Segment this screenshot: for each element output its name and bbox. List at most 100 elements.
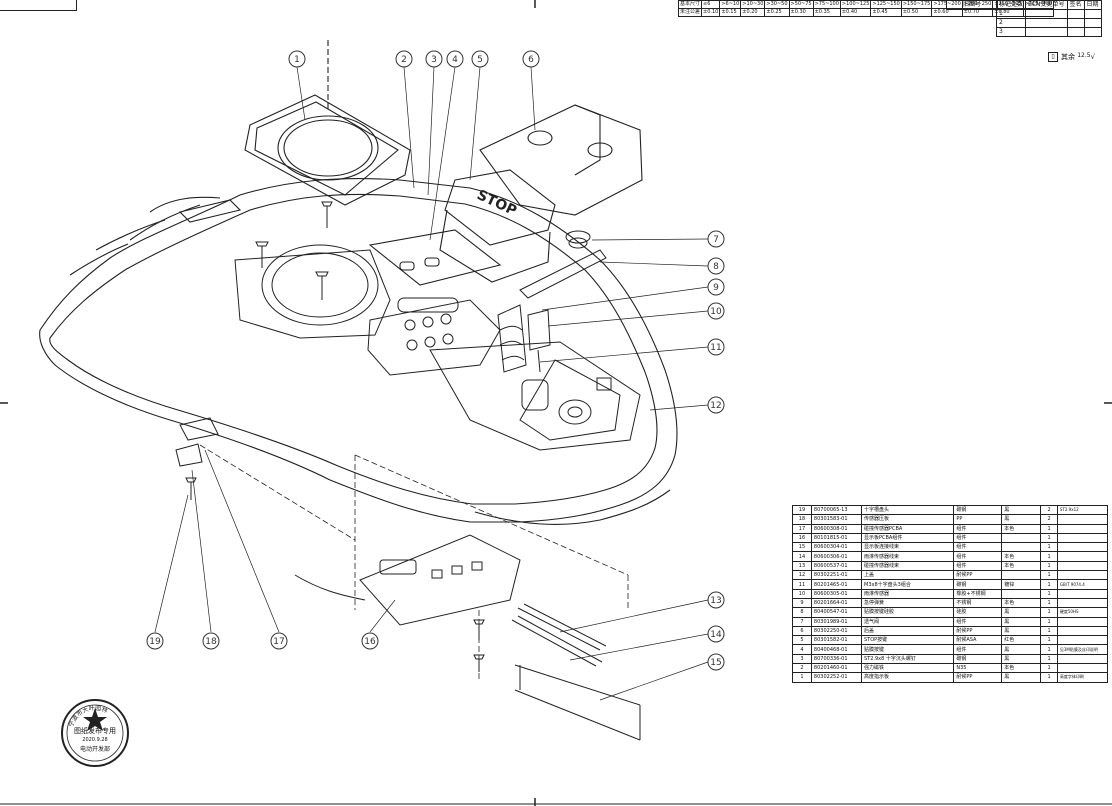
bom-cell-remark bbox=[1056, 616, 1109, 627]
bom-cell-no: 5 bbox=[792, 635, 812, 646]
leader-lines bbox=[154, 66, 709, 701]
bom-cell-pn: 80201465-01 bbox=[810, 579, 863, 590]
bom-cell-remark: ST2.9x12 bbox=[1056, 504, 1109, 516]
bom-cell-material: N35 bbox=[953, 663, 1003, 674]
bom-cell-remark bbox=[1056, 625, 1109, 637]
bom-cell-color bbox=[1001, 542, 1042, 553]
svg-text:9: 9 bbox=[713, 283, 719, 293]
rear-cover bbox=[479, 104, 643, 216]
bom-cell-qty: 1 bbox=[1040, 570, 1058, 581]
bom-cell-color: 本色 bbox=[1001, 523, 1042, 534]
tolerance-row2-label: 未注公差 bbox=[677, 8, 703, 17]
bom-cell-qty: 1 bbox=[1040, 635, 1058, 646]
tolerance-value-cell: ±0.20 bbox=[740, 8, 766, 17]
bom-cell-qty: 1 bbox=[1040, 560, 1058, 572]
svg-text:19: 19 bbox=[149, 637, 161, 647]
bom-cell-material: 组件 bbox=[953, 560, 1003, 572]
callout-5: 5 bbox=[471, 50, 489, 68]
bom-cell-material: 组件 bbox=[953, 523, 1003, 534]
bom-cell-material: 耐候PP bbox=[953, 672, 1003, 683]
svg-text:11: 11 bbox=[710, 343, 721, 353]
callout-3: 3 bbox=[425, 50, 443, 68]
bom-cell-pn: 80302250-01 bbox=[810, 625, 863, 637]
bom-cell-no: 6 bbox=[792, 625, 812, 637]
bom-cell-name: 显示板连接线束 bbox=[860, 542, 955, 553]
rev-header-date: 日期 bbox=[1083, 0, 1102, 10]
bom-cell-qty: 1 bbox=[1040, 672, 1058, 683]
bom-cell-no: 3 bbox=[792, 653, 812, 665]
bom-cell-remark: GB/T 9074.4 bbox=[1056, 579, 1109, 590]
bom-cell-material: 组件 bbox=[953, 644, 1003, 655]
bom-cell-pn: 80302251-01 bbox=[810, 570, 863, 581]
stamp-main-text: 图纸发布专用 bbox=[74, 727, 116, 735]
surface-roughness-note: ▯其余 12.5√ bbox=[1048, 52, 1095, 62]
bom-cell-color: 黑 bbox=[1001, 616, 1042, 627]
callout-8: 8 bbox=[707, 257, 725, 275]
bom-cell-qty: 1 bbox=[1040, 597, 1058, 609]
tolerance-value-cell: ±0.15 bbox=[719, 8, 742, 17]
bom-cell-pn: 80600306-01 bbox=[810, 551, 863, 562]
callout-15: 15 bbox=[707, 653, 725, 671]
bom-cell-pn: 80201664-01 bbox=[810, 597, 863, 609]
callout-13: 13 bbox=[707, 591, 725, 609]
callout-14: 14 bbox=[707, 625, 725, 643]
display-pcba bbox=[294, 534, 521, 626]
rev-header-sign: 签名 bbox=[1066, 0, 1085, 10]
bom-cell-color: 黑 bbox=[1001, 653, 1042, 665]
rev-header-marks: 标记处数 bbox=[995, 0, 1027, 10]
svg-text:2: 2 bbox=[401, 55, 407, 65]
callout-1: 1 bbox=[288, 50, 306, 68]
callout-19: 19 bbox=[146, 632, 164, 650]
svg-text:3: 3 bbox=[431, 55, 437, 65]
roughness-check-icon: √ bbox=[1090, 53, 1096, 61]
callout-2: 2 bbox=[395, 50, 413, 68]
bom-cell-pn: 80400547-01 bbox=[810, 607, 863, 618]
svg-text:7: 7 bbox=[713, 235, 719, 245]
bom-cell-pn: 80600305-01 bbox=[810, 588, 863, 599]
bom-cell-material: 硅胶 bbox=[953, 607, 1003, 618]
bom-cell-no: 12 bbox=[792, 570, 812, 581]
bom-cell-remark bbox=[1056, 635, 1109, 646]
bom-cell-material: 橡胶+不锈钢 bbox=[953, 588, 1003, 599]
callout-7: 7 bbox=[707, 230, 725, 248]
tolerance-value-cell: ±0.50 bbox=[900, 8, 933, 17]
bom-cell-remark: 见3M贴膜及丝印说明 bbox=[1056, 644, 1109, 655]
bom-cell-no: 4 bbox=[792, 644, 812, 655]
tolerance-value-cell: ±0.35 bbox=[812, 8, 841, 17]
bom-cell-qty: 1 bbox=[1040, 551, 1058, 562]
bom-cell-remark bbox=[1056, 542, 1109, 553]
bom-cell-remark: 高度字体印刷 bbox=[1056, 672, 1109, 683]
bom-cell-pn: 80600304-01 bbox=[810, 542, 863, 553]
callout-11: 11 bbox=[707, 338, 725, 356]
tolerance-value-cell: ±0.10 bbox=[701, 8, 721, 17]
svg-text:1: 1 bbox=[294, 55, 300, 65]
callout-4: 4 bbox=[446, 50, 464, 68]
bom-cell-color: 黑 bbox=[1001, 625, 1042, 637]
svg-text:16: 16 bbox=[364, 637, 376, 647]
bom-cell-name: 十字槽盘头 bbox=[860, 504, 955, 516]
tolerance-range-cell: >125~150 bbox=[870, 0, 902, 9]
tolerance-value-cell: ±0.40 bbox=[839, 8, 872, 17]
bom-cell-no: 10 bbox=[792, 588, 812, 599]
bom-cell-qty: 1 bbox=[1040, 644, 1058, 655]
bom-cell-no: 2 bbox=[792, 663, 812, 674]
svg-text:15: 15 bbox=[710, 658, 721, 668]
bom-cell-qty: 1 bbox=[1040, 588, 1058, 599]
bom-cell-material: 组件 bbox=[953, 616, 1003, 627]
svg-text:4: 4 bbox=[452, 55, 458, 65]
